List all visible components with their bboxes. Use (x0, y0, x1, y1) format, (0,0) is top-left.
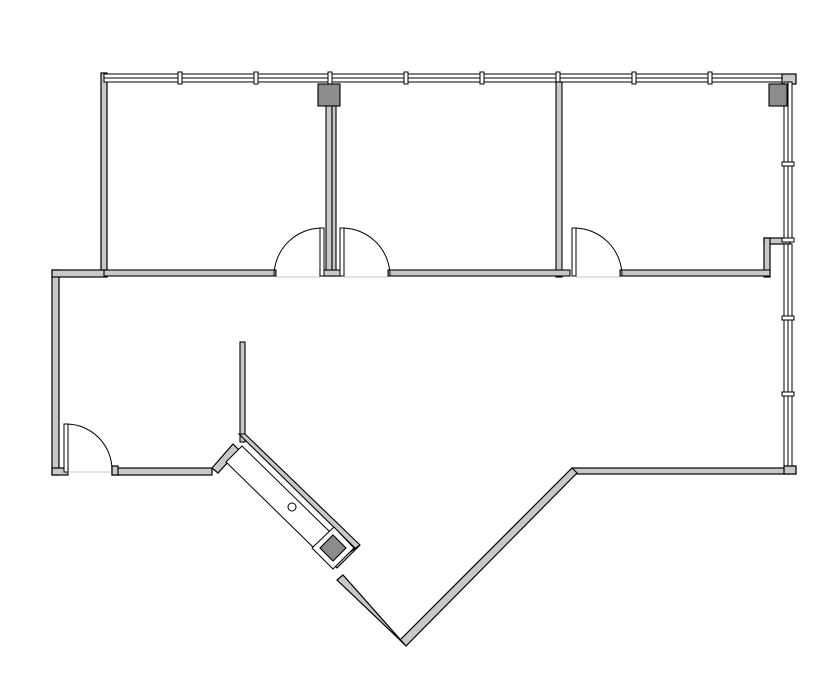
corridor-wall-1 (103, 269, 277, 277)
wall-west (51, 269, 60, 476)
window-mullions-north (177, 71, 713, 85)
north-window-wall (103, 71, 797, 85)
wall-office1-left (100, 72, 108, 276)
door-leaf-entry (63, 423, 69, 473)
wall-diagonal-bottom (336, 574, 407, 647)
door-leaf-office-3 (571, 227, 577, 277)
exterior-walls (51, 72, 797, 647)
kitchenette (225, 445, 355, 570)
column-north-center (317, 83, 341, 107)
door-office-3[interactable] (571, 227, 623, 278)
east-window-wall (781, 81, 797, 475)
door-leaf-office-2 (339, 227, 345, 277)
corner-se (783, 465, 797, 475)
wall-west-jog (51, 269, 108, 278)
partition-office1-office2 (325, 105, 333, 277)
kitchen-counter (225, 445, 332, 550)
column-north-east (768, 83, 788, 107)
door-swing-office-3 (573, 227, 623, 277)
interior-walls (103, 81, 771, 569)
wall-south-left-b (111, 467, 213, 476)
appliance-icon (319, 534, 347, 562)
partition-office2-office3 (555, 81, 563, 278)
door-entry[interactable] (63, 423, 119, 476)
door-office-2[interactable] (339, 227, 391, 278)
window-mullions-east (781, 161, 795, 397)
wall-diagonal-se (399, 467, 578, 647)
corridor-wall-3 (387, 269, 571, 277)
door-leaf-office-1 (319, 227, 325, 277)
wall-south-east (571, 467, 797, 475)
door-swing-office-1 (273, 227, 323, 277)
partition-office1-office2-b (331, 105, 337, 277)
door-office-1[interactable] (273, 227, 325, 278)
partition-open-area (239, 341, 246, 443)
corridor-wall-4 (619, 269, 771, 277)
wall-east-jog-v (763, 237, 771, 278)
door-swing-entry (65, 423, 113, 471)
door-jamb-entry (111, 465, 119, 476)
door-swing-office-2 (341, 227, 391, 277)
sink-icon (287, 502, 297, 512)
doors (63, 227, 623, 476)
